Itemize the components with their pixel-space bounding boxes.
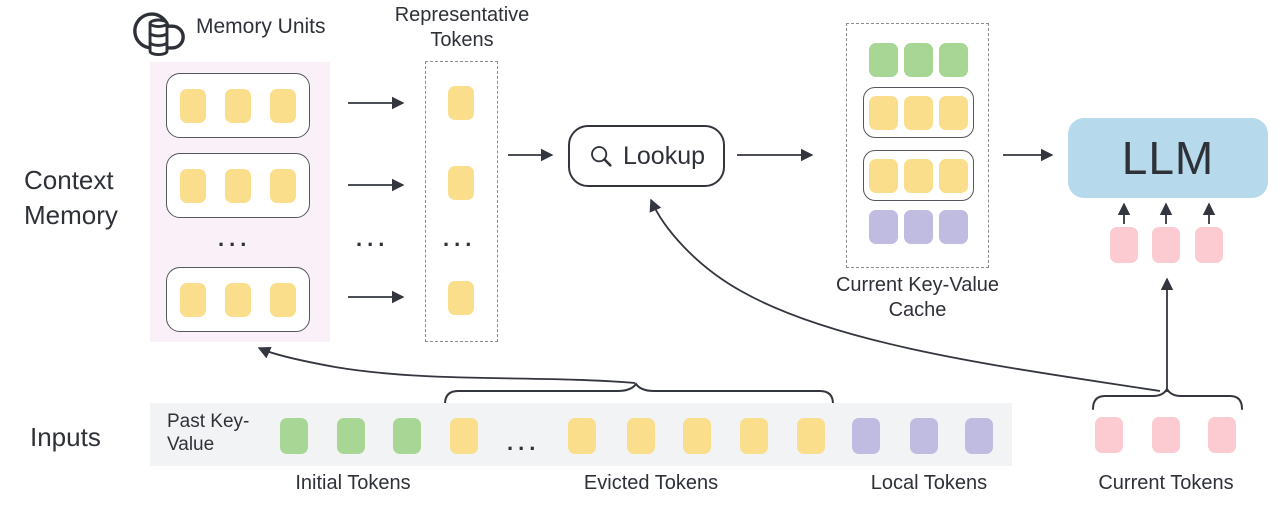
context-memory-panel: ...: [150, 62, 330, 342]
evicted-tokens-brace: [444, 382, 834, 405]
llm-box: LLM: [1068, 118, 1268, 198]
representative-token: [448, 86, 474, 120]
kv-token: [180, 88, 206, 123]
initial-tokens-label: Initial Tokens: [295, 472, 411, 494]
search-icon: [591, 146, 612, 167]
kv-token: [180, 282, 206, 317]
representative-tokens-box: ...: [425, 61, 498, 342]
memory-unit-3: [166, 267, 310, 332]
evicted-token: [797, 418, 825, 454]
cache-local-row: [847, 210, 990, 244]
kv-token: [225, 282, 251, 317]
representative-ellipsis: ...: [443, 226, 477, 251]
kv-token: [225, 168, 251, 203]
arrow-evicted-to-memory: [257, 347, 636, 384]
current-token: [1152, 417, 1180, 453]
initial-token: [337, 418, 365, 454]
initial-token: [393, 418, 421, 454]
llm-label: LLM: [1121, 132, 1215, 184]
evicted-token: [568, 418, 596, 454]
representative-token: [448, 281, 474, 315]
kv-token: [939, 158, 968, 193]
representative-tokens-label: Representative Tokens: [394, 4, 530, 51]
current-kv-cache-label: Current Key-Value Cache: [835, 274, 1000, 321]
local-token: [852, 418, 880, 454]
memory-unit-1: [166, 73, 310, 138]
cloud-database-icon: [133, 12, 185, 57]
evicted-tokens-label: Evicted Tokens: [583, 472, 719, 494]
initial-token: [280, 418, 308, 454]
current-tokens-label: Current Tokens: [1098, 472, 1234, 494]
kv-token: [939, 43, 968, 77]
kv-token: [270, 282, 296, 317]
mid-ellipsis: ...: [356, 226, 390, 251]
kv-token: [904, 43, 933, 77]
cache-retrieved-unit-1: [863, 87, 974, 138]
lookup-label: Lookup: [622, 141, 706, 170]
kv-token: [270, 88, 296, 123]
current-token: [1152, 227, 1180, 263]
evicted-token: [627, 418, 655, 454]
current-tokens-brace: [1092, 386, 1243, 410]
cache-retrieved-unit-2: [863, 150, 974, 201]
kv-token: [869, 158, 898, 193]
cache-initial-row: [847, 43, 990, 77]
kv-token: [225, 88, 251, 123]
kv-token: [939, 210, 968, 244]
past-key-value-strip: Past Key-Value ...: [150, 403, 1012, 466]
lookup-button[interactable]: Lookup: [568, 125, 725, 187]
local-token: [910, 418, 938, 454]
inputs-label: Inputs: [30, 422, 101, 452]
current-token: [1195, 227, 1223, 263]
local-token: [965, 418, 993, 454]
current-token: [1095, 417, 1123, 453]
past-key-value-label: Past Key-Value: [167, 411, 250, 455]
strip-ellipsis: ...: [507, 430, 541, 455]
kv-token: [939, 95, 968, 130]
memory-unit-2: [166, 153, 310, 218]
representative-token: [448, 166, 474, 200]
kv-token: [904, 95, 933, 130]
kv-token: [904, 158, 933, 193]
kv-token: [869, 95, 898, 130]
context-memory-label: Context Memory: [24, 165, 118, 230]
current-token: [1208, 417, 1236, 453]
evicted-token: [740, 418, 768, 454]
local-tokens-label: Local Tokens: [870, 472, 988, 494]
current-kv-cache-box: [846, 23, 989, 268]
kv-token: [869, 43, 898, 77]
memory-ellipsis: ...: [218, 226, 252, 251]
kv-token: [180, 168, 206, 203]
memory-units-label: Memory Units: [196, 15, 326, 38]
current-token: [1110, 227, 1138, 263]
evicted-token: [450, 418, 478, 454]
kv-token: [869, 210, 898, 244]
evicted-token: [683, 418, 711, 454]
kv-token: [270, 168, 296, 203]
kv-token: [904, 210, 933, 244]
